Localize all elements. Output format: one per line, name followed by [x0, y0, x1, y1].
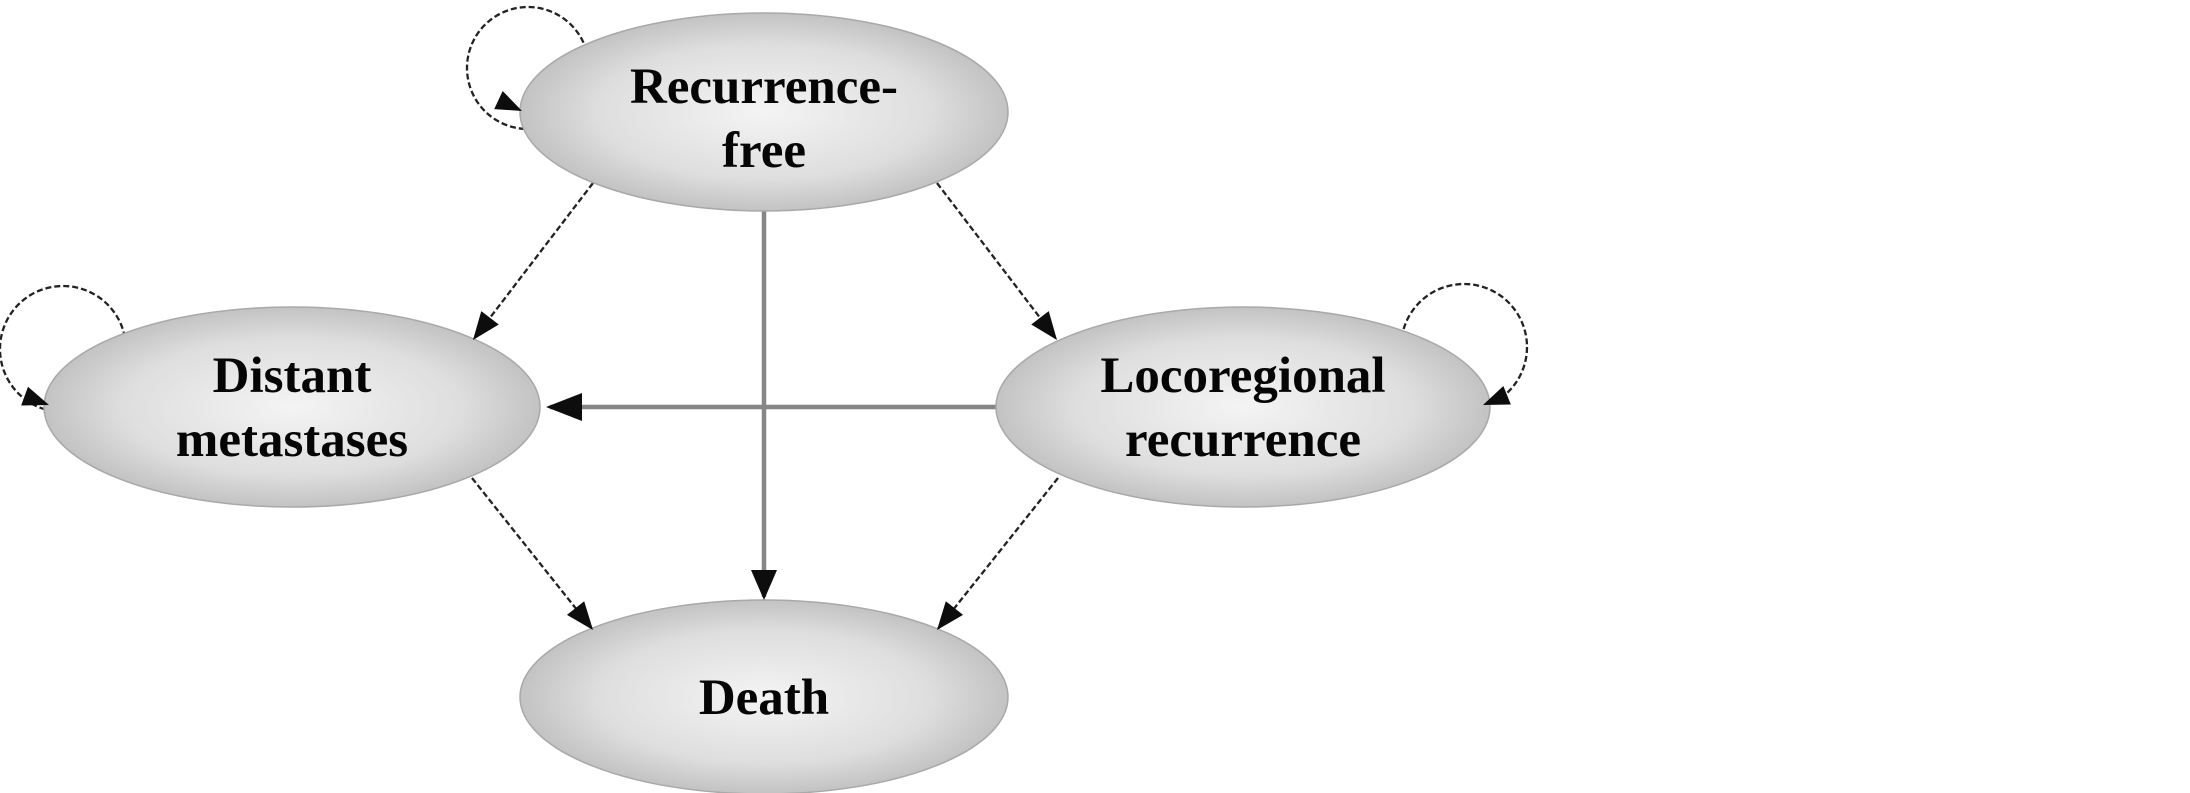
self-loop-locoregional-recurrence — [1399, 282, 1529, 412]
label-distant-metastases-line2: metastases — [176, 412, 408, 468]
edge-recurrencefree-to-locoregional — [936, 182, 1058, 341]
arrowhead-self-loop-locoregional — [1483, 385, 1511, 405]
label-locoregional-line1: Locoregional — [1100, 348, 1385, 404]
arrowhead-self-loop-distant-metastases — [21, 386, 49, 406]
arrowhead-self-loop-recurrence-free — [494, 90, 522, 111]
edge-locoregional-to-death — [936, 477, 1059, 631]
arrowhead-locoregional-to-distantmetastases — [546, 393, 582, 421]
node-recurrence-free — [519, 12, 1009, 212]
arrowhead-recurrencefree-to-locoregional — [1031, 311, 1057, 340]
arrowhead-locoregional-to-death — [937, 601, 964, 630]
edge-recurrencefree-to-distantmetastases — [472, 182, 594, 341]
arrowhead-distantmetastases-to-death — [566, 601, 593, 630]
label-recurrence-free-line2: free — [722, 123, 806, 179]
arrowhead-recurrencefree-to-death — [751, 570, 777, 600]
node-distant-metastases — [43, 306, 541, 508]
label-death: Death — [699, 670, 829, 726]
label-locoregional-line2: recurrence — [1125, 412, 1361, 468]
node-locoregional-recurrence — [995, 306, 1491, 508]
label-distant-metastases-line1: Distant — [213, 348, 372, 404]
label-recurrence-free-line1: Recurrence- — [630, 59, 898, 115]
edge-distantmetastases-to-death — [471, 477, 594, 631]
arrowhead-recurrencefree-to-distantmetastases — [473, 311, 499, 340]
